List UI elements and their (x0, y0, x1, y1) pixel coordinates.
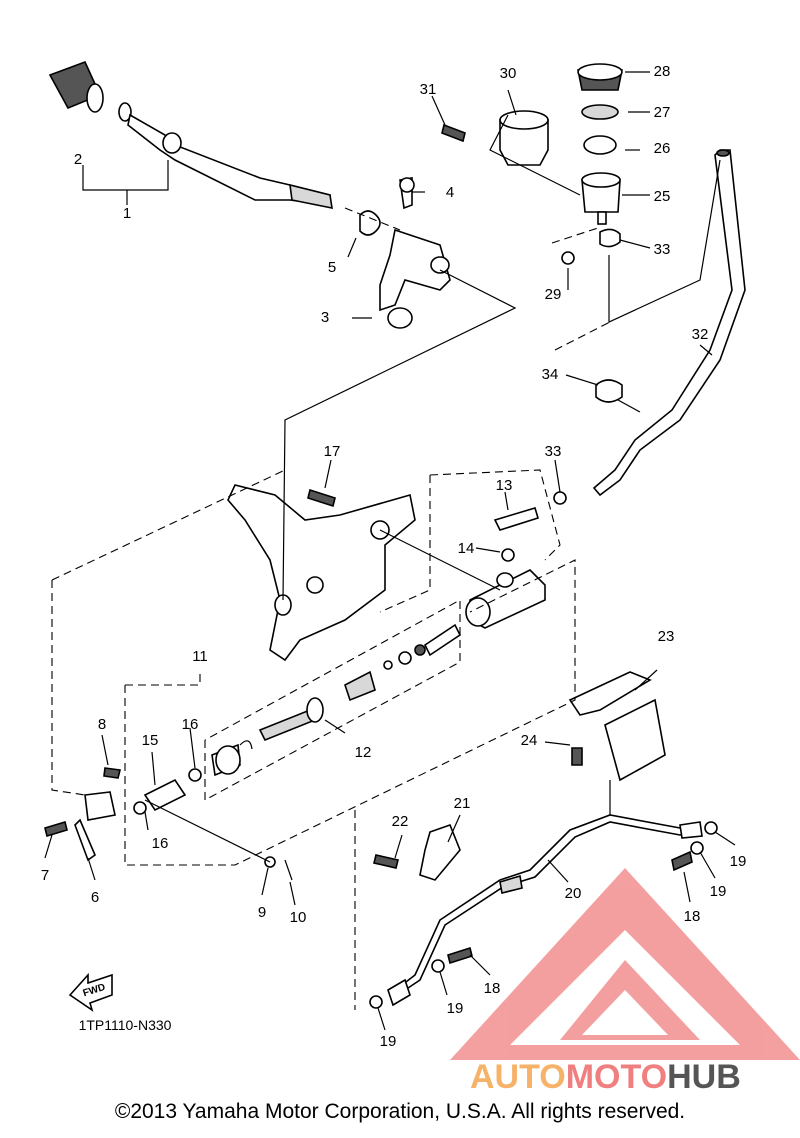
label-part-33b: 33 (545, 443, 562, 460)
label-part-29: 29 (545, 286, 562, 303)
reference-code: 1TP1110-N330 (79, 1017, 172, 1033)
label-part-12: 12 (355, 744, 372, 761)
label-part-2: 2 (74, 151, 82, 168)
watermark-logo (450, 868, 800, 1060)
label-part-18a: 18 (684, 908, 701, 925)
label-part-24: 24 (521, 732, 538, 749)
shift-pedal (48, 60, 333, 210)
label-part-25: 25 (654, 188, 671, 205)
piston-kit (211, 623, 462, 777)
watermark-auto: AUTO (470, 1058, 566, 1096)
label-part-19b: 19 (710, 883, 727, 900)
label-part-14: 14 (458, 540, 475, 557)
clevis-parts (44, 767, 293, 881)
label-part-19c: 19 (447, 1000, 464, 1017)
label-part-8: 8 (98, 716, 106, 733)
label-part-19a: 19 (730, 853, 747, 870)
watermark-hub: HUB (667, 1058, 741, 1096)
label-part-13: 13 (496, 477, 513, 494)
reservoir-hose (553, 149, 746, 505)
label-part-30: 30 (500, 65, 517, 82)
label-part-1: 1 (123, 205, 131, 222)
part-labels: 2 1 5 3 4 31 30 28 27 26 25 33 29 32 34 … (41, 63, 747, 1050)
label-part-10: 10 (290, 909, 307, 926)
watermark-text: AUTOMOTOHUB (470, 1058, 741, 1096)
label-part-28: 28 (654, 63, 671, 80)
brake-hose (369, 671, 718, 1009)
label-part-19d: 19 (380, 1033, 397, 1050)
lever-bracket (359, 177, 451, 329)
label-part-6: 6 (91, 889, 99, 906)
label-part-20: 20 (565, 885, 582, 902)
label-part-21: 21 (454, 795, 471, 812)
label-part-18b: 18 (484, 980, 501, 997)
fwd-arrow: FWD (68, 972, 113, 1012)
label-part-33a: 33 (654, 241, 671, 258)
label-part-22: 22 (392, 813, 409, 830)
label-part-26: 26 (654, 140, 671, 157)
watermark-moto: MOTO (566, 1058, 667, 1096)
master-cylinder (465, 507, 546, 629)
copyright-notice: ©2013 Yamaha Motor Corporation, U.S.A. A… (114, 1100, 686, 1123)
label-part-5: 5 (328, 259, 336, 276)
label-part-27: 27 (654, 104, 671, 121)
label-part-32: 32 (692, 326, 709, 343)
label-part-31: 31 (420, 81, 437, 98)
label-part-17: 17 (324, 443, 341, 460)
reservoir-assembly (441, 63, 623, 265)
label-part-9: 9 (258, 904, 266, 921)
label-part-16a: 16 (182, 716, 199, 733)
label-part-7: 7 (41, 867, 49, 884)
label-part-11: 11 (192, 648, 208, 665)
footrest-bracket (227, 484, 416, 662)
label-part-34: 34 (542, 366, 559, 383)
leader-lines (44, 71, 736, 1031)
label-part-23: 23 (658, 628, 675, 645)
label-part-4: 4 (446, 184, 454, 201)
label-part-3: 3 (321, 309, 329, 326)
label-part-16b: 16 (152, 835, 169, 852)
svg-text:AUTOMOTOHUB: AUTOMOTOHUB (470, 1058, 741, 1096)
label-part-15: 15 (142, 732, 159, 749)
